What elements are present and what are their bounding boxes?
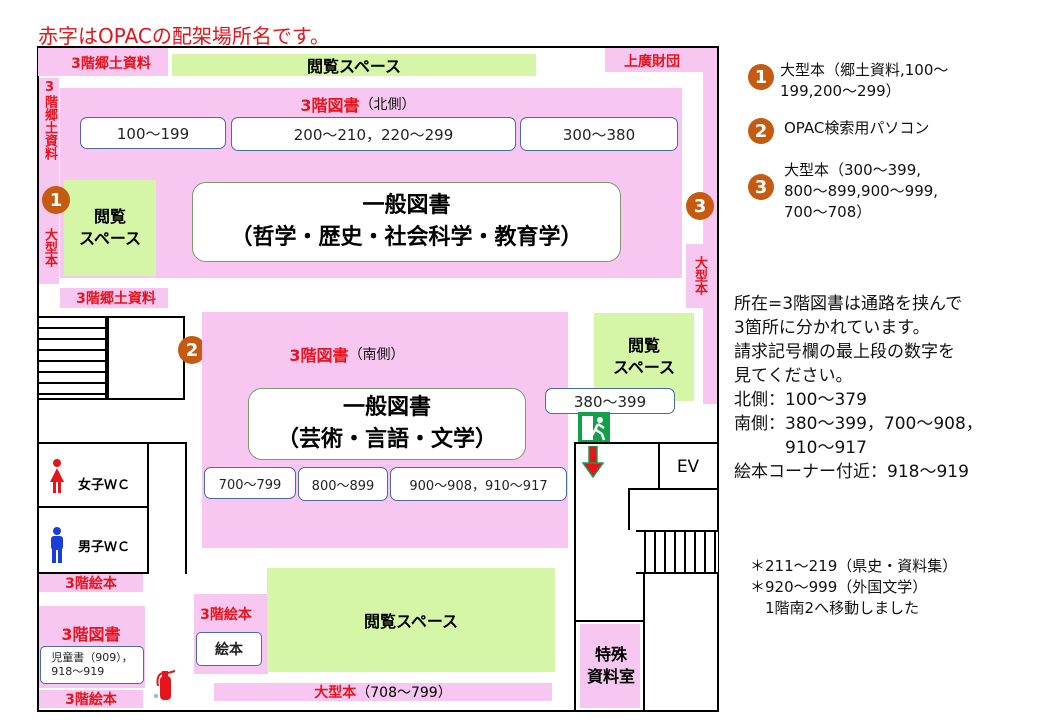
arrow-down-icon bbox=[581, 445, 605, 479]
bottom-reading-space: 閲覧スペース bbox=[267, 568, 555, 672]
shelf-800-899: 800〜899 bbox=[298, 467, 388, 501]
page-title: 赤字はOPACの配架場所名です。 bbox=[38, 24, 330, 48]
south-main-line1: 一般図書 bbox=[342, 395, 431, 420]
left-bottom-label: 3階郷土資料 bbox=[76, 291, 156, 307]
south-general-books: 一般図書 （芸術・言語・文学） bbox=[248, 388, 526, 460]
men-wc-label: 男子ＷＣ bbox=[78, 540, 131, 555]
north-main-line2: （哲学・歴史・社会科学・教育学） bbox=[230, 225, 583, 250]
bottom-oversize-label: 大型本（708〜799） bbox=[314, 685, 452, 701]
right-vertical-oversize: 大型本 bbox=[692, 256, 707, 295]
shelf-300-380: 300〜380 bbox=[520, 117, 678, 151]
male-icon bbox=[48, 526, 66, 564]
bottom-oversize-strip bbox=[214, 683, 552, 701]
legend-item-3: 大型本（300〜399, 800〜899,900〜999, 700〜708） bbox=[784, 161, 939, 221]
badge-3-legend: 3 bbox=[748, 174, 774, 200]
ehon-label-2: 3階絵本 bbox=[200, 607, 252, 623]
children-label: 3階図書 bbox=[61, 625, 121, 644]
badge-1-map: 1 bbox=[42, 186, 70, 214]
badge-3-map: 3 bbox=[686, 192, 714, 220]
special-room-area bbox=[580, 624, 640, 708]
fire-extinguisher-icon bbox=[152, 666, 178, 702]
north-label: 3階図書（北側） bbox=[300, 96, 416, 115]
left-vertical-label: 3階郷土資料 bbox=[42, 80, 57, 160]
stairs-upper bbox=[39, 316, 185, 400]
ehon-label-3: 3階絵本 bbox=[65, 692, 117, 708]
badge-1-legend: 1 bbox=[748, 64, 774, 90]
badge-2-map: 2 bbox=[178, 336, 206, 364]
legend-item-1: 大型本（郷土資料,100〜 199,200〜299） bbox=[780, 61, 949, 100]
women-wc-label: 女子ＷＣ bbox=[78, 478, 131, 493]
female-icon bbox=[48, 458, 66, 494]
relocation-note: ＊211〜219（県史・資料集） ＊920〜999（外国文学） 1階南2へ移動し… bbox=[750, 557, 958, 617]
location-info: 所在=3階図書は通路を挟んで 3箇所に分かれています。 請求記号欄の最上段の数字… bbox=[734, 294, 983, 482]
shelf-200-299: 200〜210，220〜299 bbox=[231, 117, 516, 151]
shelf-700-799: 700〜799 bbox=[204, 467, 296, 499]
left-vertical-oversize: 大型本 bbox=[42, 228, 57, 267]
elevator-label: EV bbox=[676, 457, 700, 477]
mid-right-reading-space: 閲覧 スペース bbox=[594, 313, 694, 401]
ehon-label-1: 3階絵本 bbox=[65, 576, 117, 592]
shelf-380-399: 380〜399 bbox=[545, 388, 675, 414]
ehon-box: 絵本 bbox=[196, 632, 262, 666]
south-label: 3階図書（南側） bbox=[289, 346, 405, 365]
stairs-lower bbox=[636, 530, 718, 574]
badge-2-legend: 2 bbox=[748, 118, 774, 144]
left-reading-space: 閲覧 スペース bbox=[64, 180, 156, 276]
children-books-box: 児童書（909）， 918〜919 bbox=[40, 646, 144, 684]
shelf-900-917: 900〜908，910〜917 bbox=[390, 467, 567, 501]
top-right-label: 上廣財団 bbox=[624, 54, 680, 70]
emergency-exit-icon bbox=[578, 412, 610, 444]
top-left-label: 3階郷土資料 bbox=[71, 56, 151, 72]
top-reading-space: 閲覧スペース bbox=[172, 54, 536, 76]
legend-item-2: OPAC検索用パソコン bbox=[784, 119, 930, 137]
north-general-books: 一般図書 （哲学・歴史・社会科学・教育学） bbox=[192, 182, 621, 262]
special-room-label: 特殊 資料室 bbox=[586, 645, 635, 686]
south-main-line2: （芸術・言語・文学） bbox=[276, 427, 497, 452]
shelf-100-199: 100〜199 bbox=[80, 117, 226, 149]
north-main-line1: 一般図書 bbox=[362, 193, 451, 218]
